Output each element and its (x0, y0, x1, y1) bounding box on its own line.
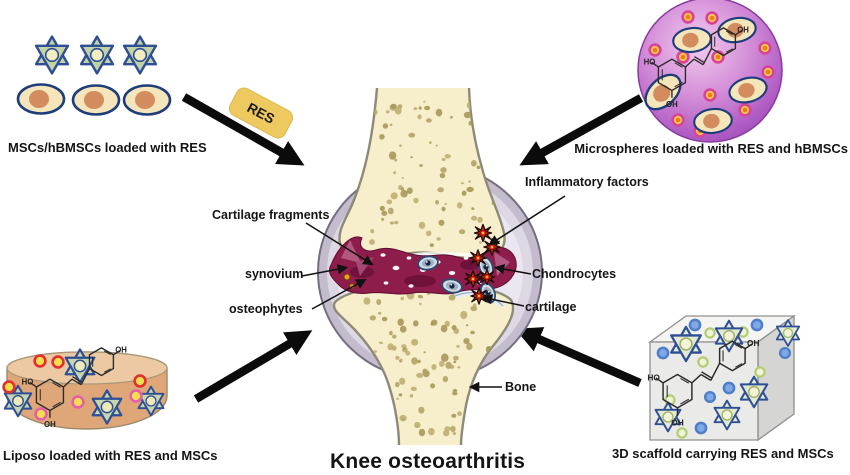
ho-label: HO (647, 372, 660, 382)
leader-inflammatory-factors (488, 195, 566, 246)
arrow-msc-to-joint (181, 93, 305, 166)
label-bone: Bone (505, 380, 537, 394)
msc-cell-icon (71, 84, 121, 116)
ho-label: HO (644, 58, 656, 67)
msc-cell-icon (122, 84, 172, 116)
msc-cells-group (16, 35, 172, 116)
flow-arrows (181, 93, 644, 403)
leader-cartilage-fragments (305, 222, 374, 266)
label-cartilage: cartilage (525, 300, 577, 314)
scaffold-cube-group: HO OH OH (647, 314, 801, 442)
resveratrol-molecule: HO OH OH (644, 25, 750, 109)
knee-joint (317, 87, 543, 446)
leader-osteophytes (311, 278, 367, 310)
oh-label: OH (737, 25, 749, 34)
tibia-speckles (363, 290, 502, 437)
arrow-liposome-to-joint (193, 330, 313, 403)
arrow-microspheres-to-joint (519, 94, 644, 166)
msc-star-icon (79, 35, 115, 75)
leader-cartilage (481, 294, 525, 307)
oh-label: OH (115, 345, 127, 354)
resveratrol-molecule: HO OH OH (647, 338, 759, 427)
msc-star-icon (122, 35, 158, 75)
microsphere-group: HO OH OH (637, 0, 783, 143)
label-cartilage-fragments: Cartilage fragments (212, 208, 330, 222)
label-scaffold-strategy: 3D scaffold carrying RES and MSCs (612, 446, 834, 461)
label-inflammatory-factors: Inflammatory factors (525, 175, 649, 189)
leader-chondrocytes (493, 263, 532, 275)
ho-label: HO (22, 378, 34, 387)
oh-label: OH (671, 418, 684, 428)
leader-lines (301, 195, 566, 393)
label-osteophytes: osteophytes (229, 302, 303, 316)
oh-label: OH (666, 100, 678, 109)
label-liposome-strategy: Liposo loaded with RES and MSCs (3, 448, 218, 463)
label-microspheres-strategy: Microspheres loaded with RES and hBMSCs (574, 141, 848, 156)
oh-label: OH (44, 420, 56, 429)
label-msc-strategy: MSCs/hBMSCs loaded with RES (8, 140, 207, 155)
liposome-group: HO OH OH (2, 345, 168, 430)
resveratrol-molecule: HO OH OH (22, 345, 128, 429)
msc-cell-icon (16, 83, 66, 115)
label-synovium: synovium (245, 267, 304, 281)
leader-synovium (301, 264, 349, 277)
arrow-scaffold-to-joint (514, 327, 642, 387)
oh-label: OH (747, 338, 760, 348)
res-tag: RES (228, 87, 294, 139)
label-chondrocytes: Chondrocytes (532, 267, 617, 281)
figure-title: Knee osteoarthritis (330, 450, 526, 473)
msc-star-icon (34, 35, 70, 75)
